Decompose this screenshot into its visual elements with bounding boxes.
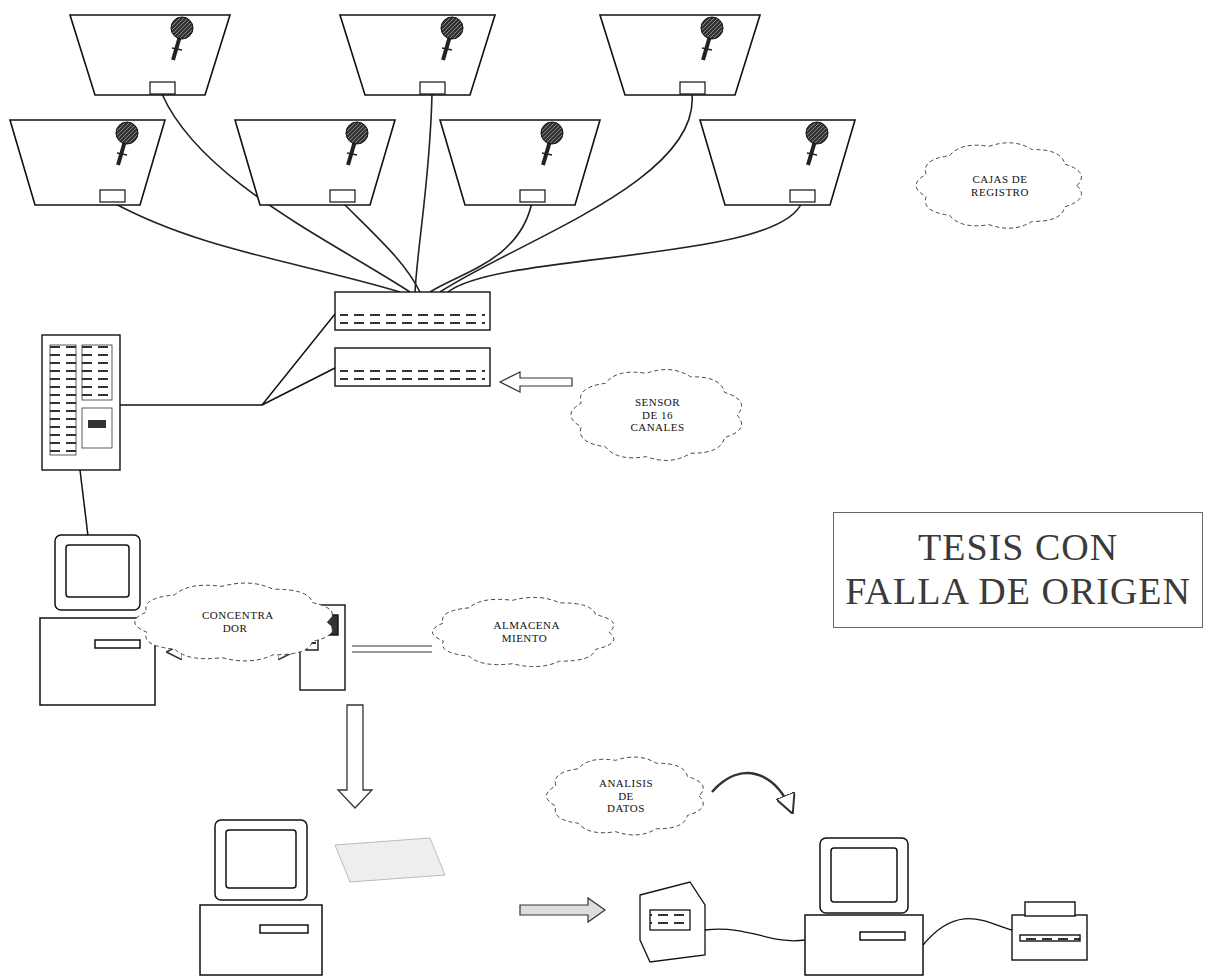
- cloud-label: ANALISIS DE DATOS: [598, 777, 654, 815]
- cloud-label: CONCENTRA DOR: [202, 609, 268, 634]
- computer: [805, 915, 923, 975]
- terminal-block: [330, 190, 355, 202]
- cloud-outline: [546, 757, 703, 835]
- microphone-sensor: [541, 122, 563, 165]
- microphone-sensor: [346, 122, 368, 165]
- sensor-wire: [342, 202, 420, 292]
- terminal-block: [100, 82, 815, 202]
- concentrator-cabinet: [82, 408, 112, 448]
- microphone-sensor: [441, 17, 463, 60]
- curved-arrow: [712, 773, 792, 812]
- microphone-sensor: [806, 122, 828, 165]
- sensor-wire: [112, 202, 400, 292]
- computer: [55, 535, 140, 610]
- computer: [95, 640, 140, 648]
- concentrator-cabinet: [42, 335, 120, 470]
- scanner: [640, 882, 705, 962]
- registry-box: [10, 120, 165, 205]
- sensor-wire: [112, 94, 802, 292]
- link-cable: [705, 919, 1012, 945]
- transfer-arrow: [520, 898, 605, 922]
- pointer-arrow: [500, 372, 572, 392]
- registry-box: [235, 120, 395, 205]
- microphone-sensor: [116, 122, 138, 165]
- registry-box: [440, 120, 600, 205]
- registry-box: [700, 120, 855, 205]
- stamp-text: TESIS CON: [918, 526, 1118, 570]
- computer: [226, 830, 296, 888]
- microphone-sensor: [116, 17, 828, 165]
- sensor-unit: [335, 292, 490, 330]
- terminal-block: [420, 82, 445, 94]
- computer: [260, 925, 308, 933]
- registry-box: [70, 15, 230, 95]
- sensor-wire: [415, 94, 432, 292]
- concentrator-cabinet: [82, 345, 112, 400]
- link-cable: [120, 314, 335, 405]
- concentrator-cabinet: [42, 335, 120, 470]
- terminal-block: [680, 82, 705, 94]
- computer: [200, 820, 322, 975]
- printout-sheet: [335, 838, 445, 882]
- sensor-unit: [340, 366, 485, 382]
- computer: [860, 932, 905, 940]
- registry-box: [600, 15, 760, 95]
- registry-box: [340, 15, 495, 95]
- cloud-outline: [916, 143, 1081, 228]
- terminal-block: [100, 190, 125, 202]
- link-cable: [80, 314, 335, 536]
- down-arrow: [338, 705, 372, 808]
- computer: [66, 545, 129, 597]
- link-cable: [923, 919, 1012, 945]
- sensor-unit: [340, 310, 485, 326]
- computer: [805, 838, 923, 975]
- printer: [1020, 935, 1080, 941]
- cloud-label: SENSOR DE 16 CANALES: [627, 396, 689, 434]
- scanner: [650, 910, 690, 930]
- leader-line: [352, 651, 432, 652]
- computer: [200, 905, 322, 975]
- leader-line: [352, 645, 432, 646]
- microphone-sensor: [701, 17, 723, 60]
- cloud-callout: ANALISIS DE DATOS: [545, 752, 707, 840]
- cloud-label: ALMACENA MIENTO: [494, 619, 556, 644]
- computer: [820, 838, 908, 913]
- cloud-callout: CONCENTRA DOR: [135, 578, 335, 666]
- sensor-wire: [440, 94, 692, 292]
- link-cable: [80, 470, 88, 536]
- sensor-unit: [335, 348, 490, 386]
- terminal-block: [520, 190, 545, 202]
- cloud-outline: [432, 597, 614, 666]
- stamp-text: FALLA DE ORIGEN: [845, 570, 1191, 614]
- link-cable: [262, 368, 335, 405]
- cloud-outline: [571, 370, 742, 461]
- stamp-box: TESIS CONFALLA DE ORIGEN: [833, 512, 1203, 628]
- microphone-sensor: [171, 17, 193, 60]
- link-cable: [705, 929, 805, 941]
- scanner: [640, 882, 705, 962]
- cloud-callout: SENSOR DE 16 CANALES: [570, 365, 745, 465]
- printer: [1012, 902, 1087, 960]
- cloud-outline: [135, 583, 333, 661]
- sensor-unit: [335, 292, 490, 386]
- computer: [831, 848, 897, 902]
- computer: [215, 820, 307, 900]
- terminal-block: [150, 82, 175, 94]
- printer: [1012, 915, 1087, 960]
- registry-box: [10, 15, 855, 205]
- concentrator-cabinet: [88, 420, 106, 428]
- sensor-wire: [448, 202, 802, 292]
- computer: [40, 618, 155, 705]
- cloud-callout: CAJAS DE REGISTRO: [915, 138, 1085, 233]
- printer: [1025, 902, 1075, 916]
- sensor-wire: [162, 94, 410, 292]
- leader-line: [352, 646, 432, 652]
- cloud-callout: ALMACENA MIENTO: [432, 592, 617, 672]
- concentrator-cabinet: [50, 345, 76, 455]
- terminal-block: [790, 190, 815, 202]
- cloud-label: CAJAS DE REGISTRO: [964, 173, 1036, 198]
